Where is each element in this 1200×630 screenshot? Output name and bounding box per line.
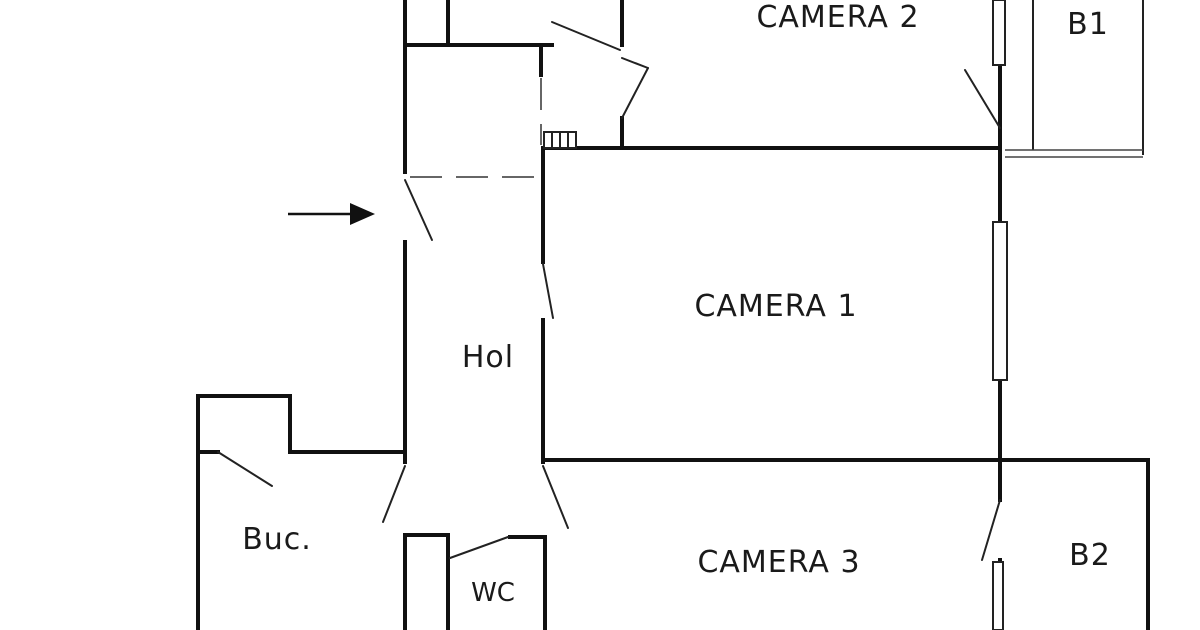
room-label-camera-1: CAMERA 1	[694, 289, 857, 324]
arrow-right-icon	[288, 203, 375, 225]
arrow-head	[350, 203, 375, 225]
walls	[196, 0, 1150, 630]
window	[992, 561, 1004, 630]
room-label-buc: Buc.	[242, 522, 312, 557]
door	[542, 263, 554, 319]
doors	[217, 21, 1001, 561]
room-label-hol: Hol	[462, 340, 514, 375]
room-labels: CAMERA 2 B1 CAMERA 1 Hol Buc. CAMERA 3 B…	[242, 0, 1111, 608]
room-label-camera-2: CAMERA 2	[756, 0, 919, 35]
room-label-camera-3: CAMERA 3	[697, 545, 860, 580]
door	[551, 21, 621, 51]
window	[992, 0, 1006, 66]
openings	[410, 78, 542, 178]
room-label-b2: B2	[1069, 538, 1111, 573]
balcony-b1	[1005, 0, 1144, 158]
door	[449, 536, 509, 559]
window	[992, 221, 1008, 381]
door	[621, 57, 649, 69]
door	[542, 465, 569, 529]
door	[964, 69, 1001, 129]
windows	[543, 0, 1008, 630]
door	[981, 499, 1001, 561]
room-label-wc: WC	[471, 578, 515, 608]
door	[217, 451, 273, 487]
room-label-b1: B1	[1067, 7, 1109, 42]
door	[382, 465, 406, 523]
entrance-door	[404, 179, 433, 241]
door	[621, 67, 649, 119]
